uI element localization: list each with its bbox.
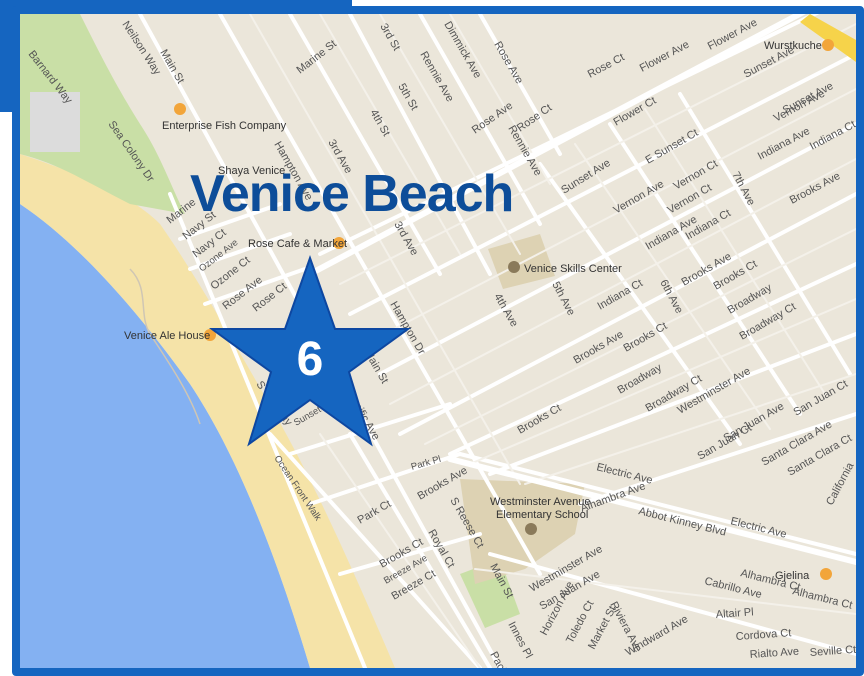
poi-enterprise-fish[interactable]: Enterprise Fish Company (162, 120, 287, 132)
street-label: E Sunset Ct (644, 127, 701, 167)
map-frame[interactable]: Enterprise Fish Company Shaya Venice Ros… (12, 6, 864, 676)
street-label: Rennie Ave (417, 50, 455, 105)
shoreline-path (129, 268, 201, 425)
street-label: Park Pl (410, 454, 442, 473)
street-label: 3rd St (377, 22, 402, 53)
poi-rose-cafe[interactable]: Rose Cafe & Market (248, 238, 347, 250)
street-label: Seville Ct (809, 644, 856, 659)
street-label: 4th Ave (491, 292, 520, 330)
poi-westminster-school-line2[interactable]: Elementary School (496, 509, 588, 521)
map-title: Venice Beach (190, 165, 514, 223)
street-label: 4th St (367, 108, 392, 139)
poi-venice-ale-house[interactable]: Venice Ale House (124, 330, 210, 342)
street-label: Flower Ave (638, 39, 692, 75)
street-label: Brooks Ave (788, 170, 843, 207)
street-label: Rose Ct (586, 51, 627, 80)
street-label: Indiana Ct (808, 119, 856, 153)
parking-lot (30, 92, 80, 152)
highway (800, 14, 856, 62)
street-label: Rose Ave (491, 40, 525, 87)
ocean (20, 204, 310, 668)
street-label: Innes Pl (505, 620, 534, 661)
school-icon[interactable] (508, 261, 520, 273)
street-label: Broadway (726, 281, 775, 316)
park-north (20, 14, 185, 214)
street-label: Main St (157, 48, 186, 86)
beach (20, 154, 395, 668)
location-star-icon[interactable] (208, 254, 412, 447)
street-label: Indiana Ave (756, 125, 812, 162)
map-canvas[interactable]: Enterprise Fish Company Shaya Venice Ros… (20, 14, 856, 668)
street-label: Cordova Ct (735, 627, 791, 643)
poi-shaya-venice[interactable]: Shaya Venice (218, 165, 285, 177)
restaurant-icon[interactable] (822, 39, 834, 51)
poi-westminster-school-line1[interactable]: Westminster Avenue (490, 496, 590, 508)
poi-labels: Enterprise Fish Company Shaya Venice Ros… (124, 40, 822, 582)
street-grid (138, 14, 856, 668)
restaurant-icon[interactable] (204, 329, 216, 341)
restaurant-icon[interactable] (333, 237, 345, 249)
street-label: Marine St (294, 38, 338, 76)
street-label: Park Ct (356, 498, 394, 527)
location-number: 6 (296, 333, 324, 386)
poi-markers (174, 39, 834, 580)
poi-wurstkuche[interactable]: Wurstkuche (764, 40, 822, 52)
street-label: Rialto Ave (749, 646, 799, 661)
street-label: Dimmick Ave (441, 20, 483, 81)
street-label: Pacific Ave (487, 650, 523, 668)
school-icon[interactable] (525, 523, 537, 535)
poi-venice-skills[interactable]: Venice Skills Center (524, 263, 622, 275)
school-area (460, 479, 585, 584)
street-label: California (824, 460, 856, 507)
street-label: Electric Ave (595, 461, 653, 487)
skills-center-area (488, 234, 555, 289)
poi-gjelina[interactable]: Gjelina (775, 570, 810, 582)
street-label: San Juan Ct (792, 378, 850, 419)
restaurant-icon[interactable] (820, 568, 832, 580)
street-label: Altair Pl (715, 606, 754, 621)
restaurant-icon[interactable] (174, 103, 186, 115)
